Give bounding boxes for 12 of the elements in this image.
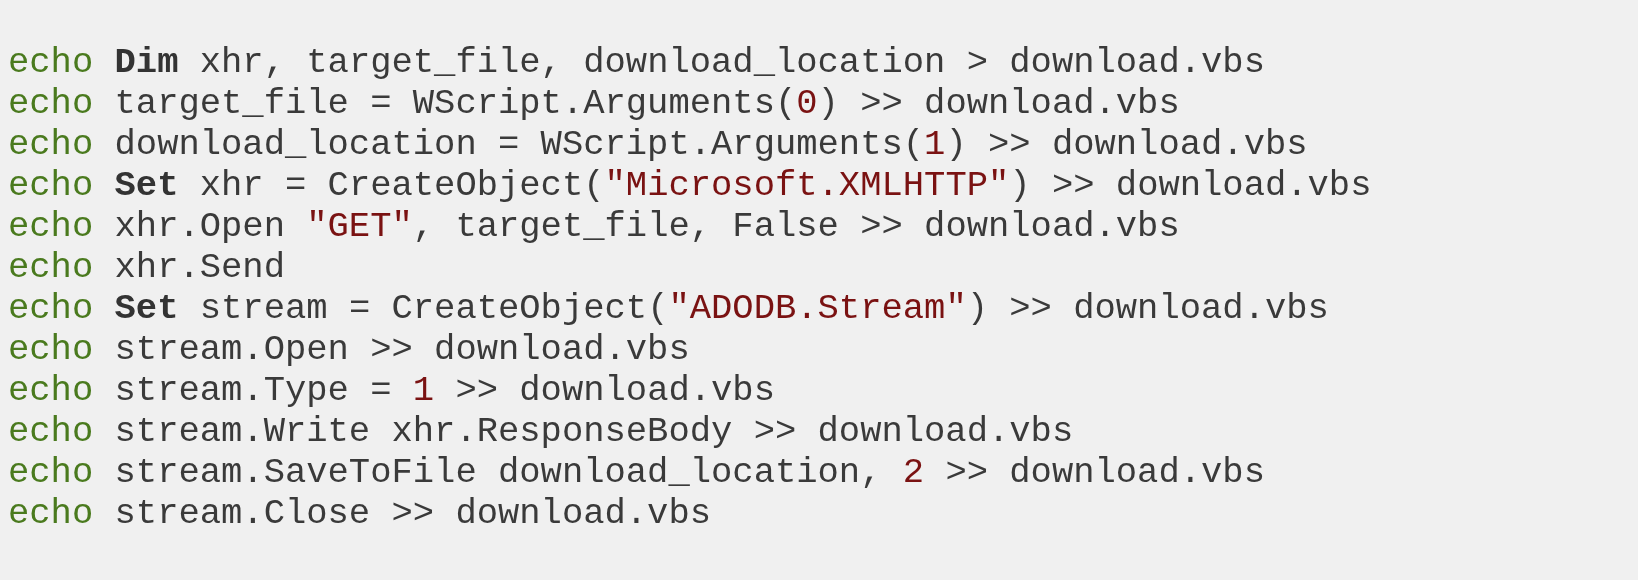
code-line: echo Dim xhr, target_file, download_location > download.vbs [8,42,1265,83]
code-line: echo Set xhr = CreateObject("Microsoft.XMLHTTP") >> download.vbs [8,165,1372,206]
code-line: echo download_location = WScript.Arguments(1) >> download.vbs [8,124,1308,165]
code-line: echo stream.Close >> download.vbs [8,493,712,534]
code-line: echo stream.SaveToFile download_location, 2 >> download.vbs [8,452,1265,493]
code-line: echo stream.Write xhr.ResponseBody >> download.vbs [8,411,1074,452]
code-line: echo xhr.Send [8,247,285,288]
code-line: echo xhr.Open "GET", target_file, False >> download.vbs [8,206,1180,247]
code-line: echo stream.Open >> download.vbs [8,329,690,370]
code-line: echo stream.Type = 1 >> download.vbs [8,370,775,411]
code-line: echo target_file = WScript.Arguments(0) >> download.vbs [8,83,1180,124]
code-line: echo Set stream = CreateObject("ADODB.Stream") >> download.vbs [8,288,1329,329]
